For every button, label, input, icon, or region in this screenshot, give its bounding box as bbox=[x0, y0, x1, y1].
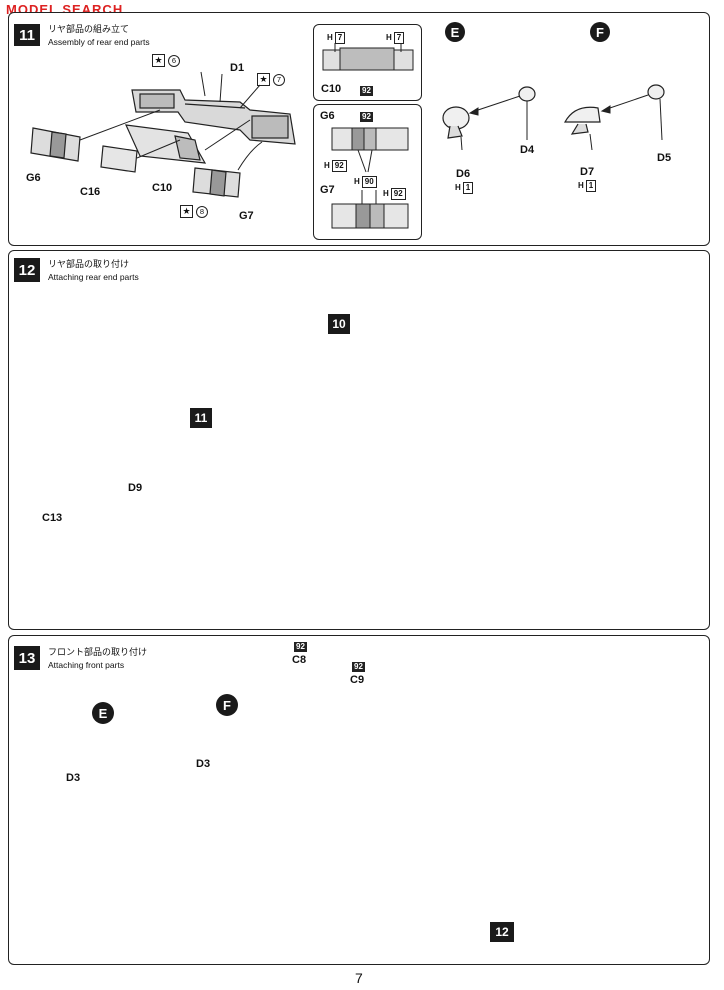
c10-detail-mid-code: 92 bbox=[360, 86, 373, 96]
tag-body-10: 10 bbox=[328, 314, 350, 334]
step-12-title-jp: リヤ部品の取り付け bbox=[48, 259, 130, 269]
g6-detail-code: 92 bbox=[360, 112, 373, 122]
label-d3-left: D3 bbox=[66, 772, 81, 784]
star-marker-7: ★7 bbox=[257, 73, 285, 86]
label-d7: D7 bbox=[580, 166, 595, 178]
label-d1: D1 bbox=[230, 62, 245, 74]
star-marker-6: ★6 bbox=[152, 54, 180, 67]
step-12-title-en: Attaching rear end parts bbox=[48, 272, 139, 282]
label-d9: D9 bbox=[128, 482, 143, 494]
step-11-title-jp: リヤ部品の組み立て bbox=[48, 24, 130, 34]
star-marker-8: ★8 bbox=[180, 205, 208, 218]
part-d1-drawing bbox=[131, 89, 296, 145]
step-12-number: 12 bbox=[14, 258, 40, 282]
mirror-f-drawing bbox=[563, 84, 665, 135]
label-c16: C16 bbox=[80, 186, 101, 198]
label-d4: D4 bbox=[520, 144, 535, 156]
step-11-number: 11 bbox=[14, 24, 40, 46]
step-13-panel bbox=[8, 635, 710, 965]
step-13-title-en: Attaching front parts bbox=[48, 660, 125, 670]
label-c9: C9 bbox=[350, 674, 365, 686]
marker-e: E bbox=[445, 22, 465, 42]
part-g6-drawing bbox=[30, 127, 81, 162]
label-d6: D6 bbox=[456, 168, 471, 180]
wiper-c8-code: 92 bbox=[294, 642, 307, 652]
label-c10: C10 bbox=[152, 182, 173, 194]
wiper-c9-code: 92 bbox=[352, 662, 365, 672]
c10-detail-label: C10 bbox=[321, 83, 342, 95]
step-12-panel bbox=[8, 250, 710, 630]
part-c10-drawing bbox=[125, 124, 207, 164]
g7-detail-label: G7 bbox=[320, 184, 335, 196]
detail-g-drawing bbox=[331, 127, 409, 229]
tag-lights-11: 11 bbox=[190, 408, 212, 428]
g6-detail-label: G6 bbox=[320, 110, 335, 122]
marker-f: F bbox=[590, 22, 610, 42]
marker-f-front: F bbox=[216, 694, 238, 716]
label-g7: G7 bbox=[239, 210, 254, 222]
label-c8: C8 bbox=[292, 654, 307, 666]
page-number: 7 bbox=[355, 970, 363, 986]
part-g7-drawing bbox=[192, 167, 241, 198]
detail-c10-drawing bbox=[322, 43, 414, 71]
label-c13: C13 bbox=[42, 512, 63, 524]
step-11-title-en: Assembly of rear end parts bbox=[48, 37, 150, 47]
marker-e-front: E bbox=[92, 702, 114, 724]
step-13-title-jp: フロント部品の取り付け bbox=[48, 647, 148, 657]
label-d5: D5 bbox=[657, 152, 672, 164]
label-g6: G6 bbox=[26, 172, 41, 184]
part-c16-drawing bbox=[100, 145, 138, 173]
tag-body-12: 12 bbox=[490, 922, 514, 942]
label-d3-right: D3 bbox=[196, 758, 211, 770]
mirror-e-drawing bbox=[442, 86, 536, 139]
step-13-number: 13 bbox=[14, 646, 40, 670]
